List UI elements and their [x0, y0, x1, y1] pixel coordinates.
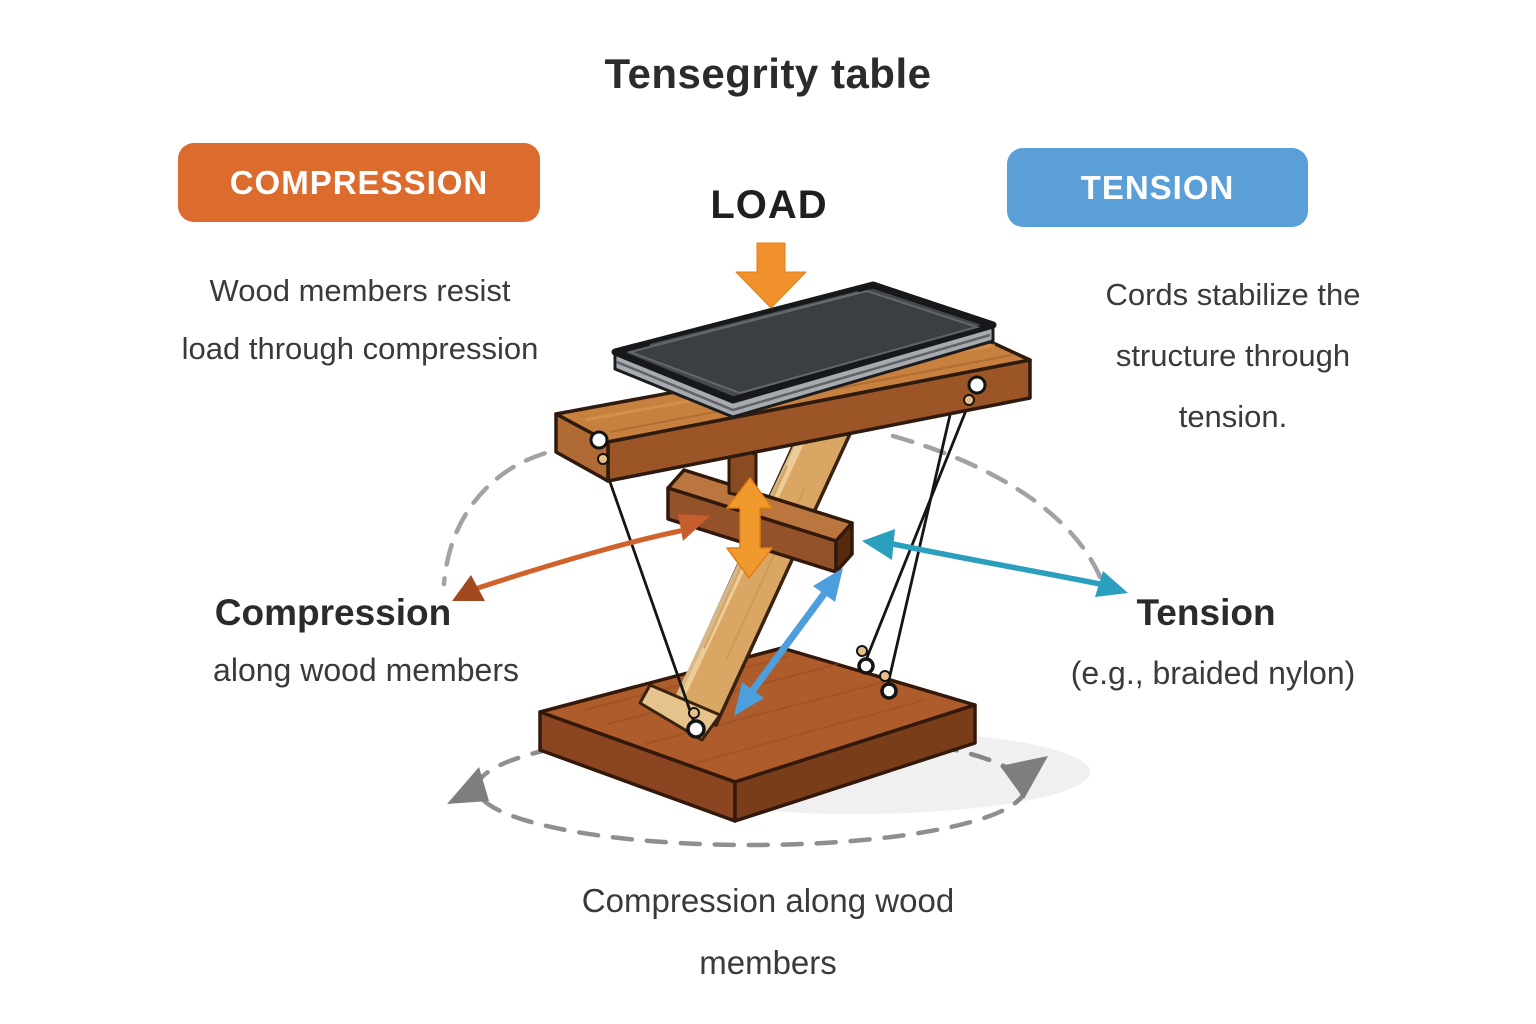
compression-double-arrow-icon: [726, 477, 773, 579]
hook-icon: [686, 707, 706, 739]
hook-icon: [963, 375, 987, 406]
hook-icon: [879, 670, 898, 700]
tension-note-line1: Cords stabilize the: [1105, 277, 1361, 312]
load-label: LOAD: [710, 183, 828, 227]
compression-callout-title: Compression: [214, 592, 452, 633]
compression-badge: COMPRESSION: [178, 143, 540, 222]
page-title: Tensegrity table: [604, 50, 932, 97]
phone: [611, 281, 997, 419]
compression-note-line2: load through compression: [181, 331, 539, 366]
tension-callout-arrow: [862, 529, 1128, 597]
rotation-arrowheads: [447, 756, 1048, 804]
bottom-note: Compression along wood members: [468, 870, 1068, 994]
compression-note: Wood members resist load through compres…: [100, 262, 620, 378]
tension-badge: TENSION: [1007, 148, 1308, 227]
compression-callout-arrow: [452, 514, 710, 601]
hooks: [589, 375, 987, 739]
tension-double-arrow-icon: [734, 568, 843, 716]
cord-left: [601, 460, 696, 724]
load-arrow-icon: [735, 242, 807, 309]
tension-callout-title: Tension: [1136, 592, 1276, 633]
tension-note-line2: structure through: [1115, 338, 1351, 373]
tension-callout-subtitle: (e.g., braided nylon): [1070, 655, 1356, 691]
compression-note-line1: Wood members resist: [209, 273, 511, 308]
bottom-note-line1: Compression along wood: [581, 882, 955, 919]
cord-right: [864, 401, 971, 662]
hook-icon: [589, 430, 609, 465]
dashed-arc-right: [890, 433, 1106, 587]
tension-note-line3: tension.: [1178, 399, 1288, 434]
bottom-note-line2: members: [699, 944, 837, 981]
dashed-arc-left: [441, 444, 581, 587]
hook-icon: [856, 645, 875, 675]
base-slab: [538, 646, 977, 823]
compression-callout-subtitle: along wood members: [213, 652, 519, 688]
tension-note: Cords stabilize the structure through te…: [1028, 264, 1438, 447]
